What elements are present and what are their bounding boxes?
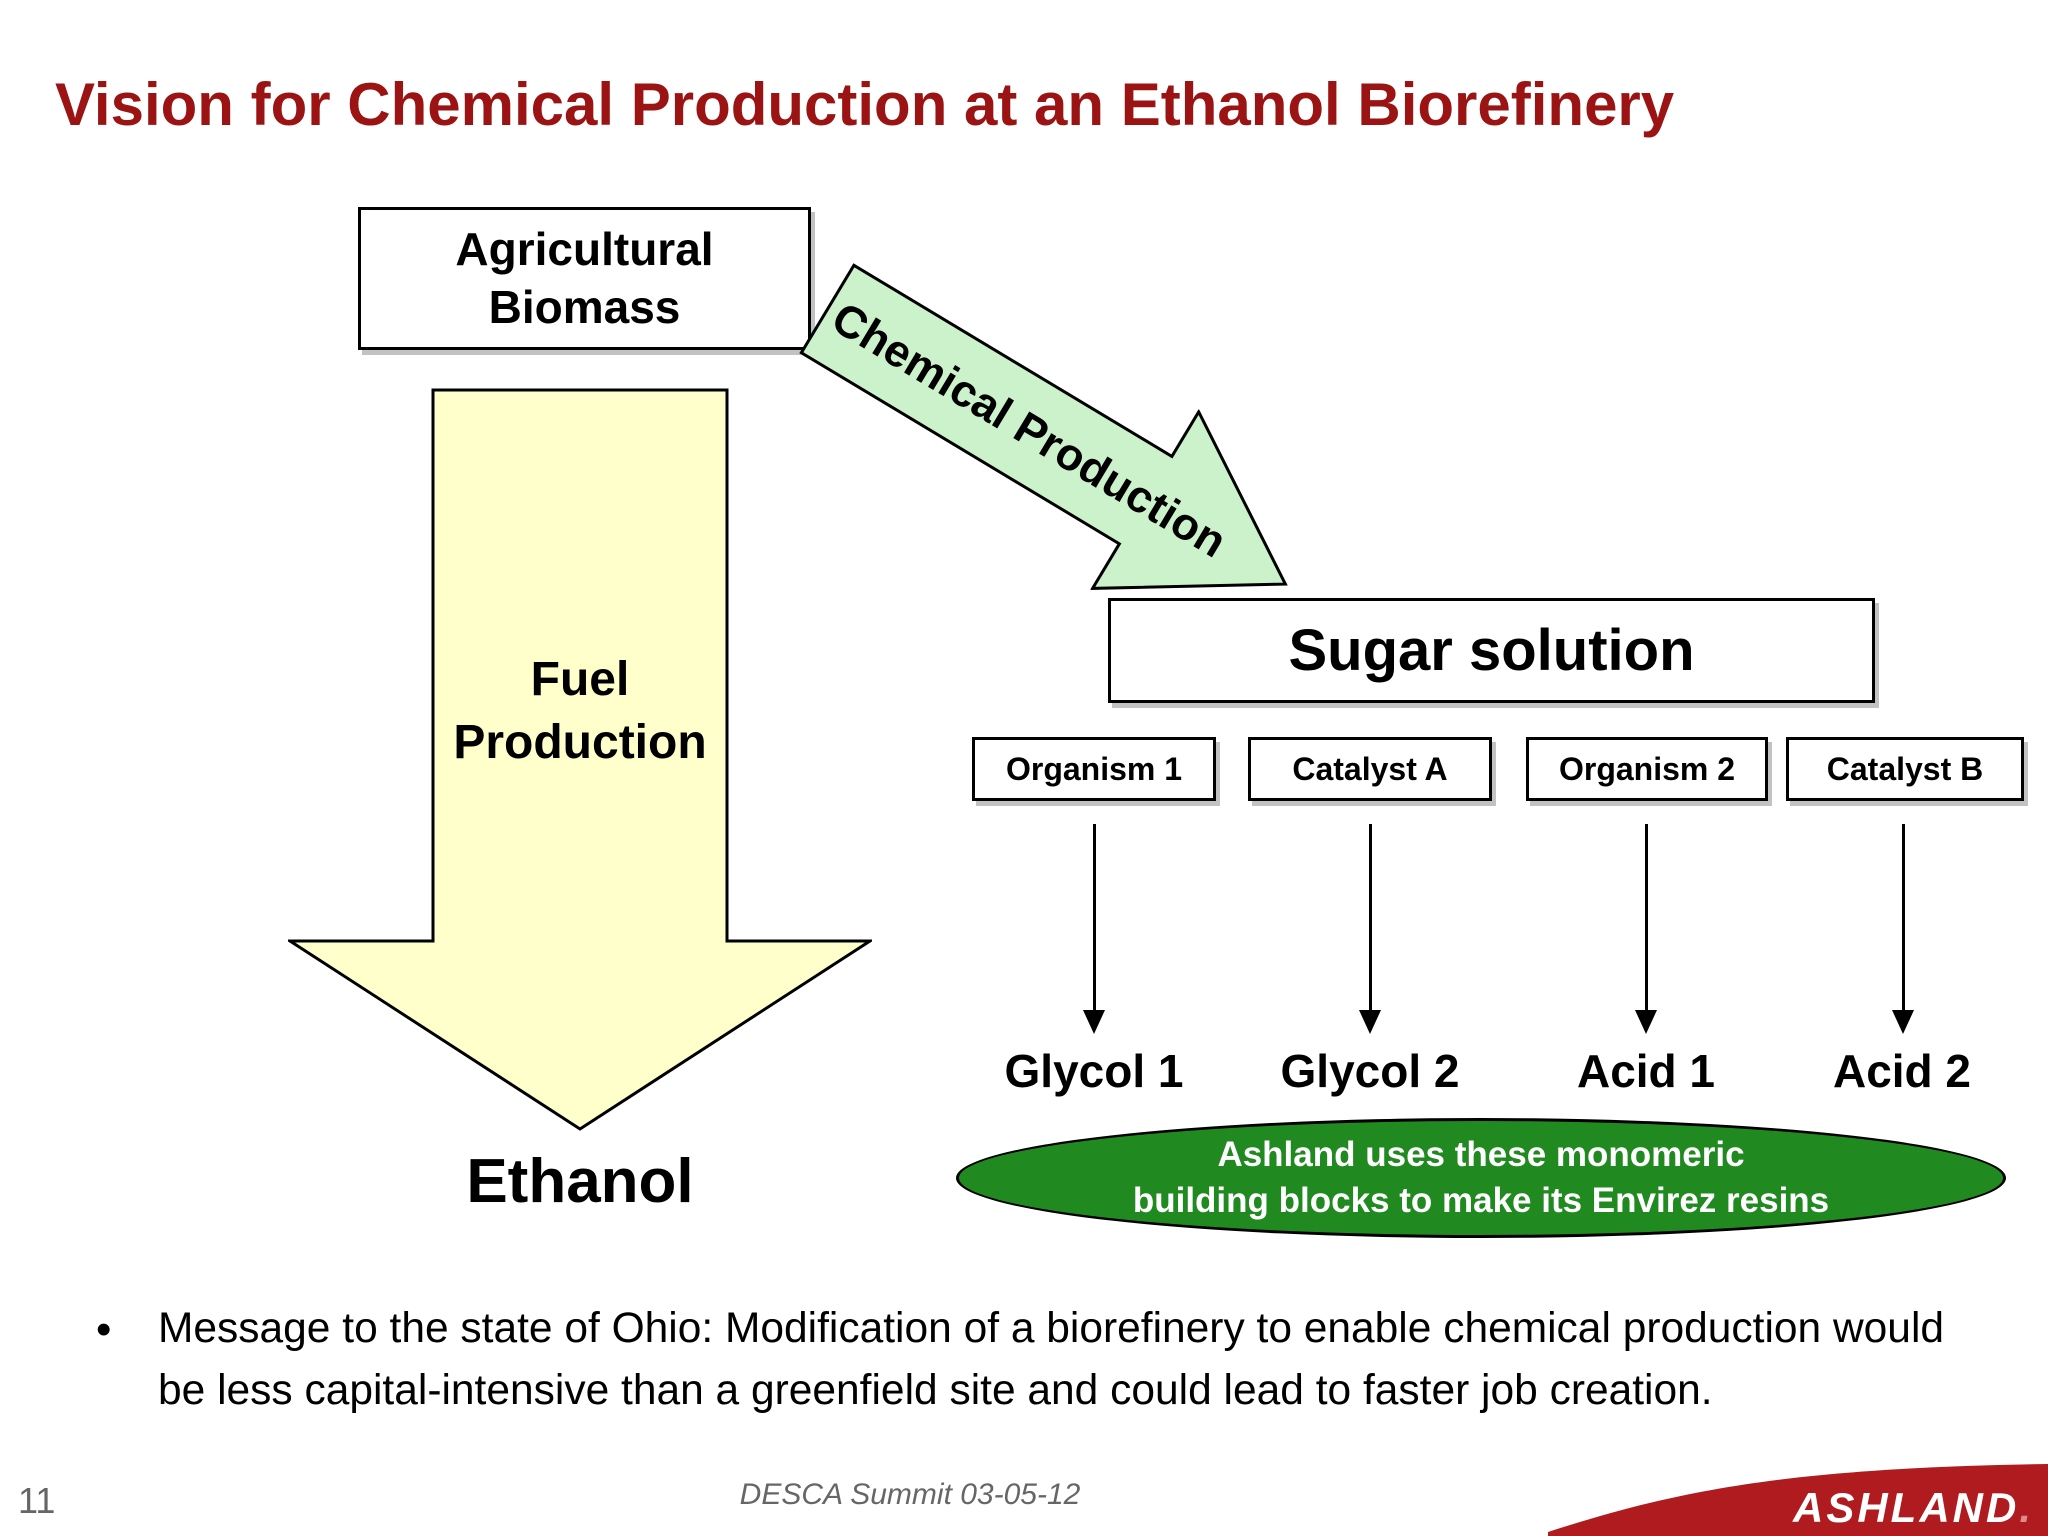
organism-2-box: Organism 2 — [1526, 737, 1768, 801]
bullet-marker: • — [96, 1305, 112, 1354]
agricultural-biomass-line1: Agricultural — [455, 223, 714, 275]
product-label-acid-1: Acid 1 — [1576, 1045, 1716, 1097]
product-label-acid-2: Acid 2 — [1832, 1045, 1972, 1097]
bullet-text: Message to the state of Ohio: Modificati… — [158, 1305, 1945, 1415]
product-label-glycol-2: Glycol 2 — [1280, 1045, 1460, 1097]
down-arrow-catalyst-a — [1359, 824, 1381, 1034]
fuel-production-label-line2: Production — [453, 716, 707, 770]
organism-1-box: Organism 1 — [972, 737, 1216, 801]
fuel-production-arrow — [288, 388, 872, 1131]
chemical-production-arrow-shape — [799, 263, 1288, 590]
agricultural-biomass-line2: Biomass — [488, 280, 681, 333]
down-arrow-organism-2 — [1635, 824, 1657, 1034]
ashland-logo: ASHLAND. — [1548, 1452, 2048, 1536]
envirez-callout-line2: building blocks to make its Envirez resi… — [1132, 1181, 1830, 1220]
product-label-glycol-1: Glycol 1 — [1004, 1045, 1184, 1097]
ethanol-label: Ethanol — [466, 1147, 694, 1216]
fuel-production-label: Fuel Production — [415, 648, 745, 775]
ashland-logo-period: . — [2019, 1484, 2034, 1531]
catalyst-a-box: Catalyst A — [1248, 737, 1492, 801]
page-number: 11 — [18, 1480, 56, 1521]
down-arrow-catalyst-b — [1892, 824, 1914, 1034]
envirez-callout-ellipse: Ashland uses these monomeric building bl… — [956, 1118, 2006, 1238]
ashland-logo-swoosh — [1548, 1464, 2048, 1536]
ashland-logo-word: ASHLAND — [1793, 1484, 2020, 1531]
sugar-solution-box: Sugar solution — [1108, 598, 1875, 703]
ashland-logo-text: ASHLAND. — [1793, 1484, 2034, 1532]
agricultural-biomass-box: Agricultural Biomass — [358, 207, 811, 350]
chemical-production-arrow: Chemical Production — [772, 218, 1343, 676]
fuel-production-label-line1: Fuel — [530, 653, 630, 706]
bullet-item: • Message to the state of Ohio: Modifica… — [96, 1298, 1976, 1423]
page-title: Vision for Chemical Production at an Eth… — [55, 71, 1675, 139]
catalyst-b-box: Catalyst B — [1786, 737, 2024, 801]
envirez-callout-line1: Ashland uses these monomeric — [1217, 1134, 1745, 1174]
footer-text: DESCA Summit 03-05-12 — [739, 1478, 1081, 1511]
down-arrow-organism-1 — [1083, 824, 1105, 1034]
